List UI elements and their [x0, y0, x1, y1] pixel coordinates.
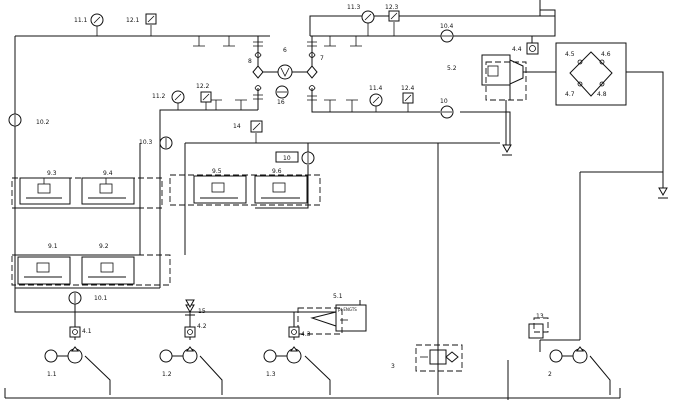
- label-15: 15: [198, 308, 206, 315]
- gauge-11-2: [171, 90, 185, 104]
- pressure-switches: [145, 10, 414, 133]
- label-10: 10: [440, 98, 448, 105]
- label-3: 3: [391, 363, 395, 370]
- gauge-11-1: [90, 13, 104, 27]
- label-5-1: 5.1: [333, 293, 343, 300]
- label-1-3: 1.3: [266, 371, 276, 378]
- pump-1-1: [44, 346, 83, 364]
- label-4-7: 4.7: [565, 91, 575, 98]
- label-7: 7: [320, 55, 324, 62]
- flowmeter-10-2: [8, 113, 22, 127]
- valve-5-2: [481, 54, 527, 145]
- switch-12-2: [200, 91, 212, 103]
- label-16: 16: [277, 99, 285, 106]
- switch-12-1: [145, 13, 157, 25]
- pump-1-2: [159, 346, 198, 364]
- label-9-5: 9.5: [212, 168, 222, 175]
- valve-5-1: [297, 304, 367, 335]
- label-12-4: 12.4: [401, 85, 415, 92]
- check-bridge: [555, 42, 627, 106]
- switch-12-4: [402, 92, 414, 104]
- label-9-6: 9.6: [272, 168, 282, 175]
- label-12-3: 12.3: [385, 4, 399, 11]
- label-5-1-tag: pt ENGTS: [338, 307, 357, 312]
- label-1-2: 1.2: [162, 371, 172, 378]
- label-6: 6: [283, 47, 287, 54]
- valve-group-9-5-9-6: [169, 174, 321, 206]
- label-12-2: 12.2: [196, 83, 210, 90]
- label-1-1: 1.1: [47, 371, 57, 378]
- flowmeter-16: [275, 85, 289, 99]
- label-4-5: 4.5: [565, 51, 575, 58]
- label-10-3: 10.3: [139, 139, 153, 146]
- label-10-1: 10.1: [94, 295, 108, 302]
- flowmeter-10-right: [301, 151, 315, 165]
- check-valve-4-4: [526, 42, 539, 55]
- label-12-1: 12.1: [126, 17, 140, 24]
- component-labels: 11.1 12.1 11.3 12.3 10.4 4.4 4.5 4.6 4.7…: [36, 4, 611, 378]
- label-9-3: 9.3: [47, 170, 57, 177]
- valve-13: [528, 317, 549, 339]
- pipe-network: [4, 0, 664, 400]
- check-valves-bottom: [69, 326, 300, 338]
- label-8: 8: [248, 58, 252, 65]
- label-box-10: 10: [283, 155, 291, 162]
- motor-pump-6: [252, 52, 318, 91]
- label-4-4: 4.4: [512, 46, 522, 53]
- switch-14: [250, 120, 263, 133]
- flow-meters: [8, 29, 454, 305]
- label-11-4: 11.4: [369, 85, 383, 92]
- box-10: [275, 151, 299, 163]
- pressure-gauges: [90, 10, 383, 107]
- flowmeter-10: [440, 105, 454, 119]
- label-11-3: 11.3: [347, 4, 361, 11]
- label-5-2: 5.2: [447, 65, 457, 72]
- pump-1-3: [263, 346, 302, 364]
- pump-2: [549, 346, 588, 364]
- tank-symbols: [185, 144, 668, 316]
- flowmeter-10-1: [68, 291, 82, 305]
- label-9-1: 9.1: [48, 243, 58, 250]
- label-4-6: 4.6: [601, 51, 611, 58]
- label-9-4: 9.4: [103, 170, 113, 177]
- label-4-3: 4.3: [301, 331, 311, 338]
- switch-12-3: [388, 10, 400, 22]
- pump-motor-units: [44, 346, 588, 364]
- label-10-4: 10.4: [440, 23, 454, 30]
- valve-group-9-3-9-4: [11, 177, 163, 209]
- cooler-3: [415, 344, 463, 372]
- label-2: 2: [548, 371, 552, 378]
- label-10-2: 10.2: [36, 119, 50, 126]
- label-11-1: 11.1: [74, 17, 88, 24]
- valve-15: [185, 299, 195, 309]
- label-4-2: 4.2: [197, 323, 207, 330]
- flowmeter-10-3: [159, 136, 173, 150]
- label-13: 13: [536, 313, 544, 320]
- label-14: 14: [233, 123, 241, 130]
- label-9-2: 9.2: [99, 243, 109, 250]
- gauge-11-3: [361, 10, 375, 24]
- label-4-8: 4.8: [597, 91, 607, 98]
- label-4-1: 4.1: [82, 328, 92, 335]
- label-11-2: 11.2: [152, 93, 166, 100]
- valve-group-9-1-9-2: [11, 254, 171, 286]
- gauge-11-4: [369, 93, 383, 107]
- flowmeter-10-4: [440, 29, 454, 43]
